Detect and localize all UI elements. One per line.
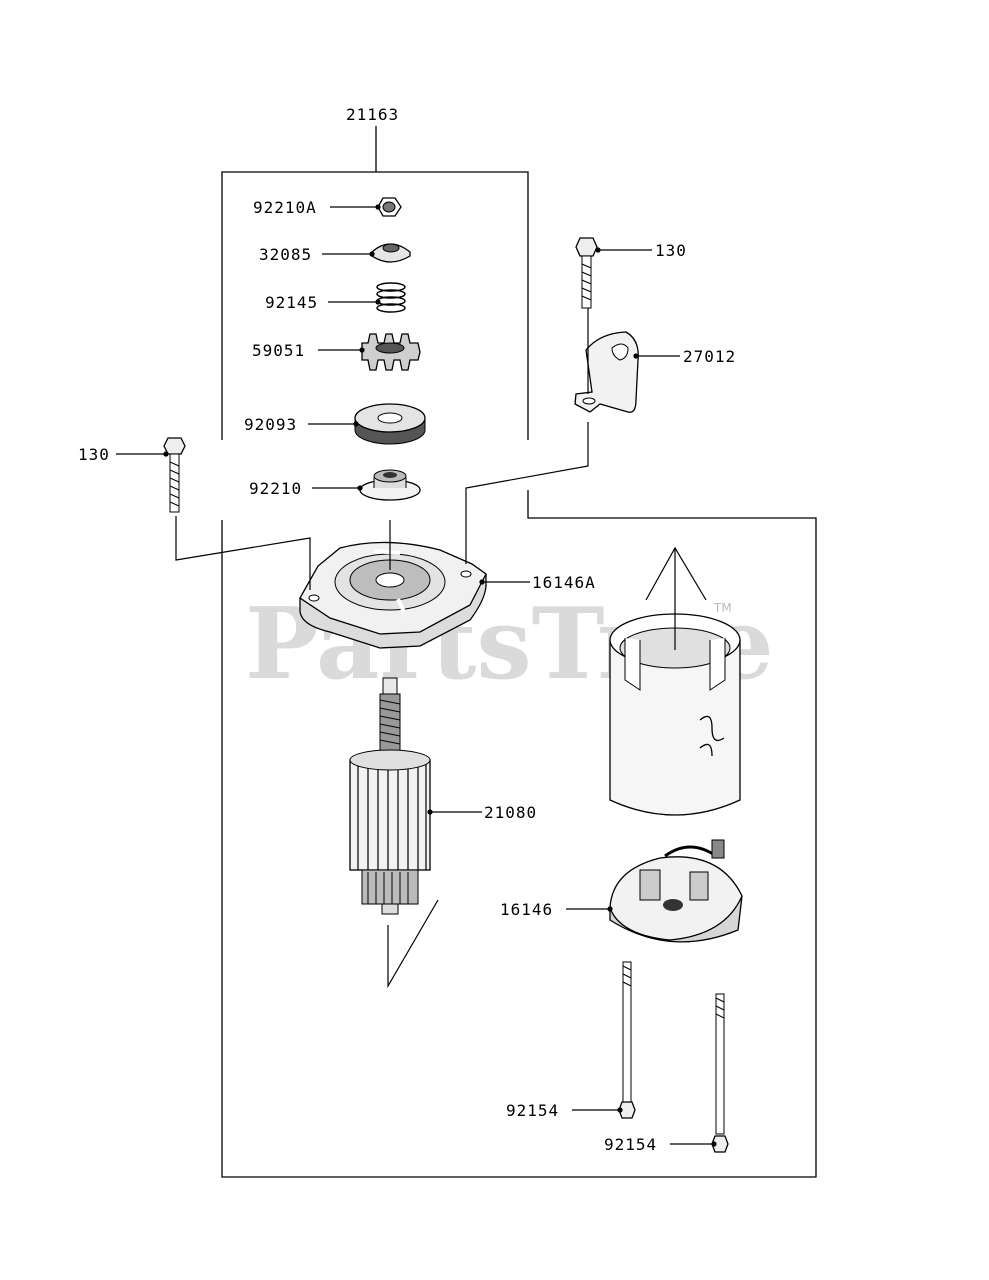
assembly-frame bbox=[221, 126, 817, 1178]
label-16146A[interactable]: 16146A bbox=[532, 573, 596, 592]
label-32085[interactable]: 32085 bbox=[259, 245, 312, 264]
label-130-left[interactable]: 130 bbox=[78, 445, 110, 464]
part-59051-pinion-gear[interactable] bbox=[361, 333, 421, 371]
part-92093-washer[interactable] bbox=[354, 403, 426, 445]
part-21080-armature[interactable] bbox=[349, 677, 431, 915]
label-92093[interactable]: 92093 bbox=[244, 415, 297, 434]
watermark-trademark: TM bbox=[713, 601, 732, 615]
label-59051[interactable]: 59051 bbox=[252, 341, 305, 360]
part-16146-brush-holder[interactable] bbox=[609, 839, 743, 943]
part-32085-collar[interactable] bbox=[371, 243, 411, 263]
part-130-bolt-right[interactable] bbox=[575, 237, 598, 309]
part-27012-bracket[interactable] bbox=[574, 331, 639, 413]
part-92145-spring[interactable] bbox=[376, 282, 406, 313]
part-92154-through-bolt-b[interactable] bbox=[711, 993, 729, 1153]
label-92210A[interactable]: 92210A bbox=[253, 198, 317, 217]
label-92154-a[interactable]: 92154 bbox=[506, 1101, 559, 1120]
label-92210[interactable]: 92210 bbox=[249, 479, 302, 498]
part-92154-through-bolt-a[interactable] bbox=[618, 961, 636, 1119]
alignment-lines bbox=[175, 308, 707, 989]
leader-lines bbox=[116, 204, 717, 1147]
part-16146A-front-bracket[interactable] bbox=[299, 541, 487, 649]
label-16146[interactable]: 16146 bbox=[500, 900, 553, 919]
label-27012[interactable]: 27012 bbox=[683, 347, 736, 366]
part-labels: 21163 92210A 32085 92145 59051 92093 922… bbox=[78, 105, 736, 1154]
label-21080[interactable]: 21080 bbox=[484, 803, 537, 822]
label-92145[interactable]: 92145 bbox=[265, 293, 318, 312]
label-92154-b[interactable]: 92154 bbox=[604, 1135, 657, 1154]
label-130-right[interactable]: 130 bbox=[655, 241, 687, 260]
part-92210A-nut[interactable] bbox=[377, 197, 402, 217]
label-21163[interactable]: 21163 bbox=[346, 105, 399, 124]
part-130-bolt-left[interactable] bbox=[163, 437, 186, 513]
part-92210-flange-nut[interactable] bbox=[359, 469, 421, 501]
